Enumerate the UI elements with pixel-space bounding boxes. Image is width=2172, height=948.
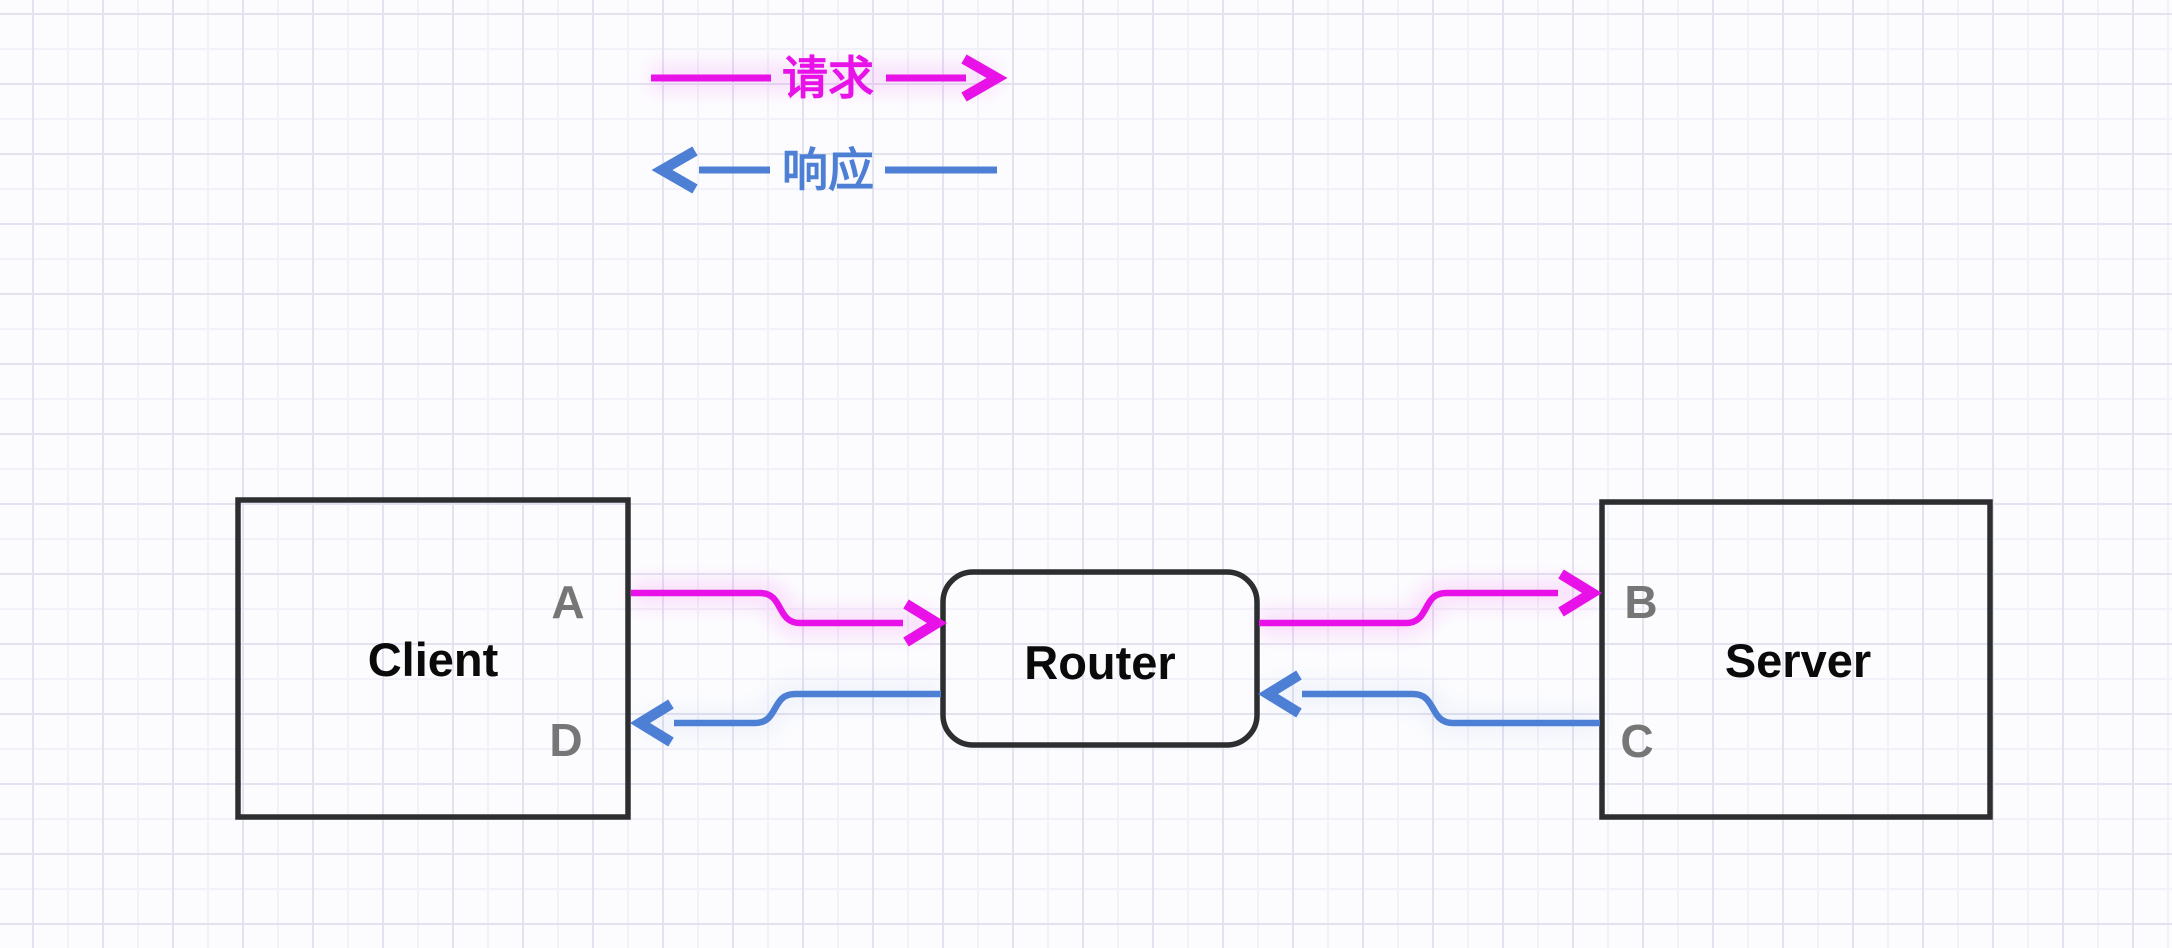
- legend-request-arrowhead-right-icon: [961, 54, 1008, 102]
- legend-response-label: 响应: [782, 144, 874, 196]
- legend-response-arrowhead-left-icon: [651, 146, 698, 194]
- request-edge-router-to-server-path: [1259, 589, 1558, 627]
- client-box: [235, 497, 631, 820]
- response-edge-glow-left: [642, 679, 941, 738]
- port-a-label: A: [551, 576, 584, 628]
- legend-request-row: 请求: [651, 52, 1008, 104]
- response-edge-router-to-client: [629, 690, 941, 747]
- router-label: Router: [1024, 636, 1175, 689]
- router-box: [940, 569, 1260, 748]
- edges: [629, 569, 1603, 747]
- server-label: Server: [1725, 634, 1871, 687]
- request-edge-router-to-server: [1259, 569, 1603, 627]
- server-box: [1599, 499, 1993, 820]
- response-edge-server-to-router: [1257, 670, 1600, 727]
- response-arrowhead-into-client-icon: [629, 699, 674, 747]
- router-node: Router: [940, 569, 1260, 748]
- client-node: Client A D: [235, 497, 631, 820]
- server-node: Server B C: [1599, 499, 1993, 820]
- request-edge-client-to-router: [631, 589, 948, 647]
- port-d-label: D: [549, 714, 582, 766]
- response-edge-server-to-router-path: [1302, 690, 1600, 727]
- port-c-label: C: [1620, 715, 1653, 767]
- legend-request-label: 请求: [782, 52, 874, 104]
- port-b-label: B: [1624, 576, 1657, 628]
- legend-response-row: 响应: [651, 144, 997, 196]
- client-label: Client: [368, 633, 499, 686]
- response-edge-router-to-client-path: [674, 690, 941, 727]
- legend: 请求 响应: [651, 52, 1008, 196]
- response-arrowhead-into-router-icon: [1257, 670, 1302, 718]
- request-edge-client-to-router-path: [631, 589, 903, 627]
- edge-glows: [631, 63, 1600, 738]
- request-arrowhead-into-server-icon: [1558, 569, 1603, 617]
- request-arrowhead-into-router-icon: [903, 599, 948, 647]
